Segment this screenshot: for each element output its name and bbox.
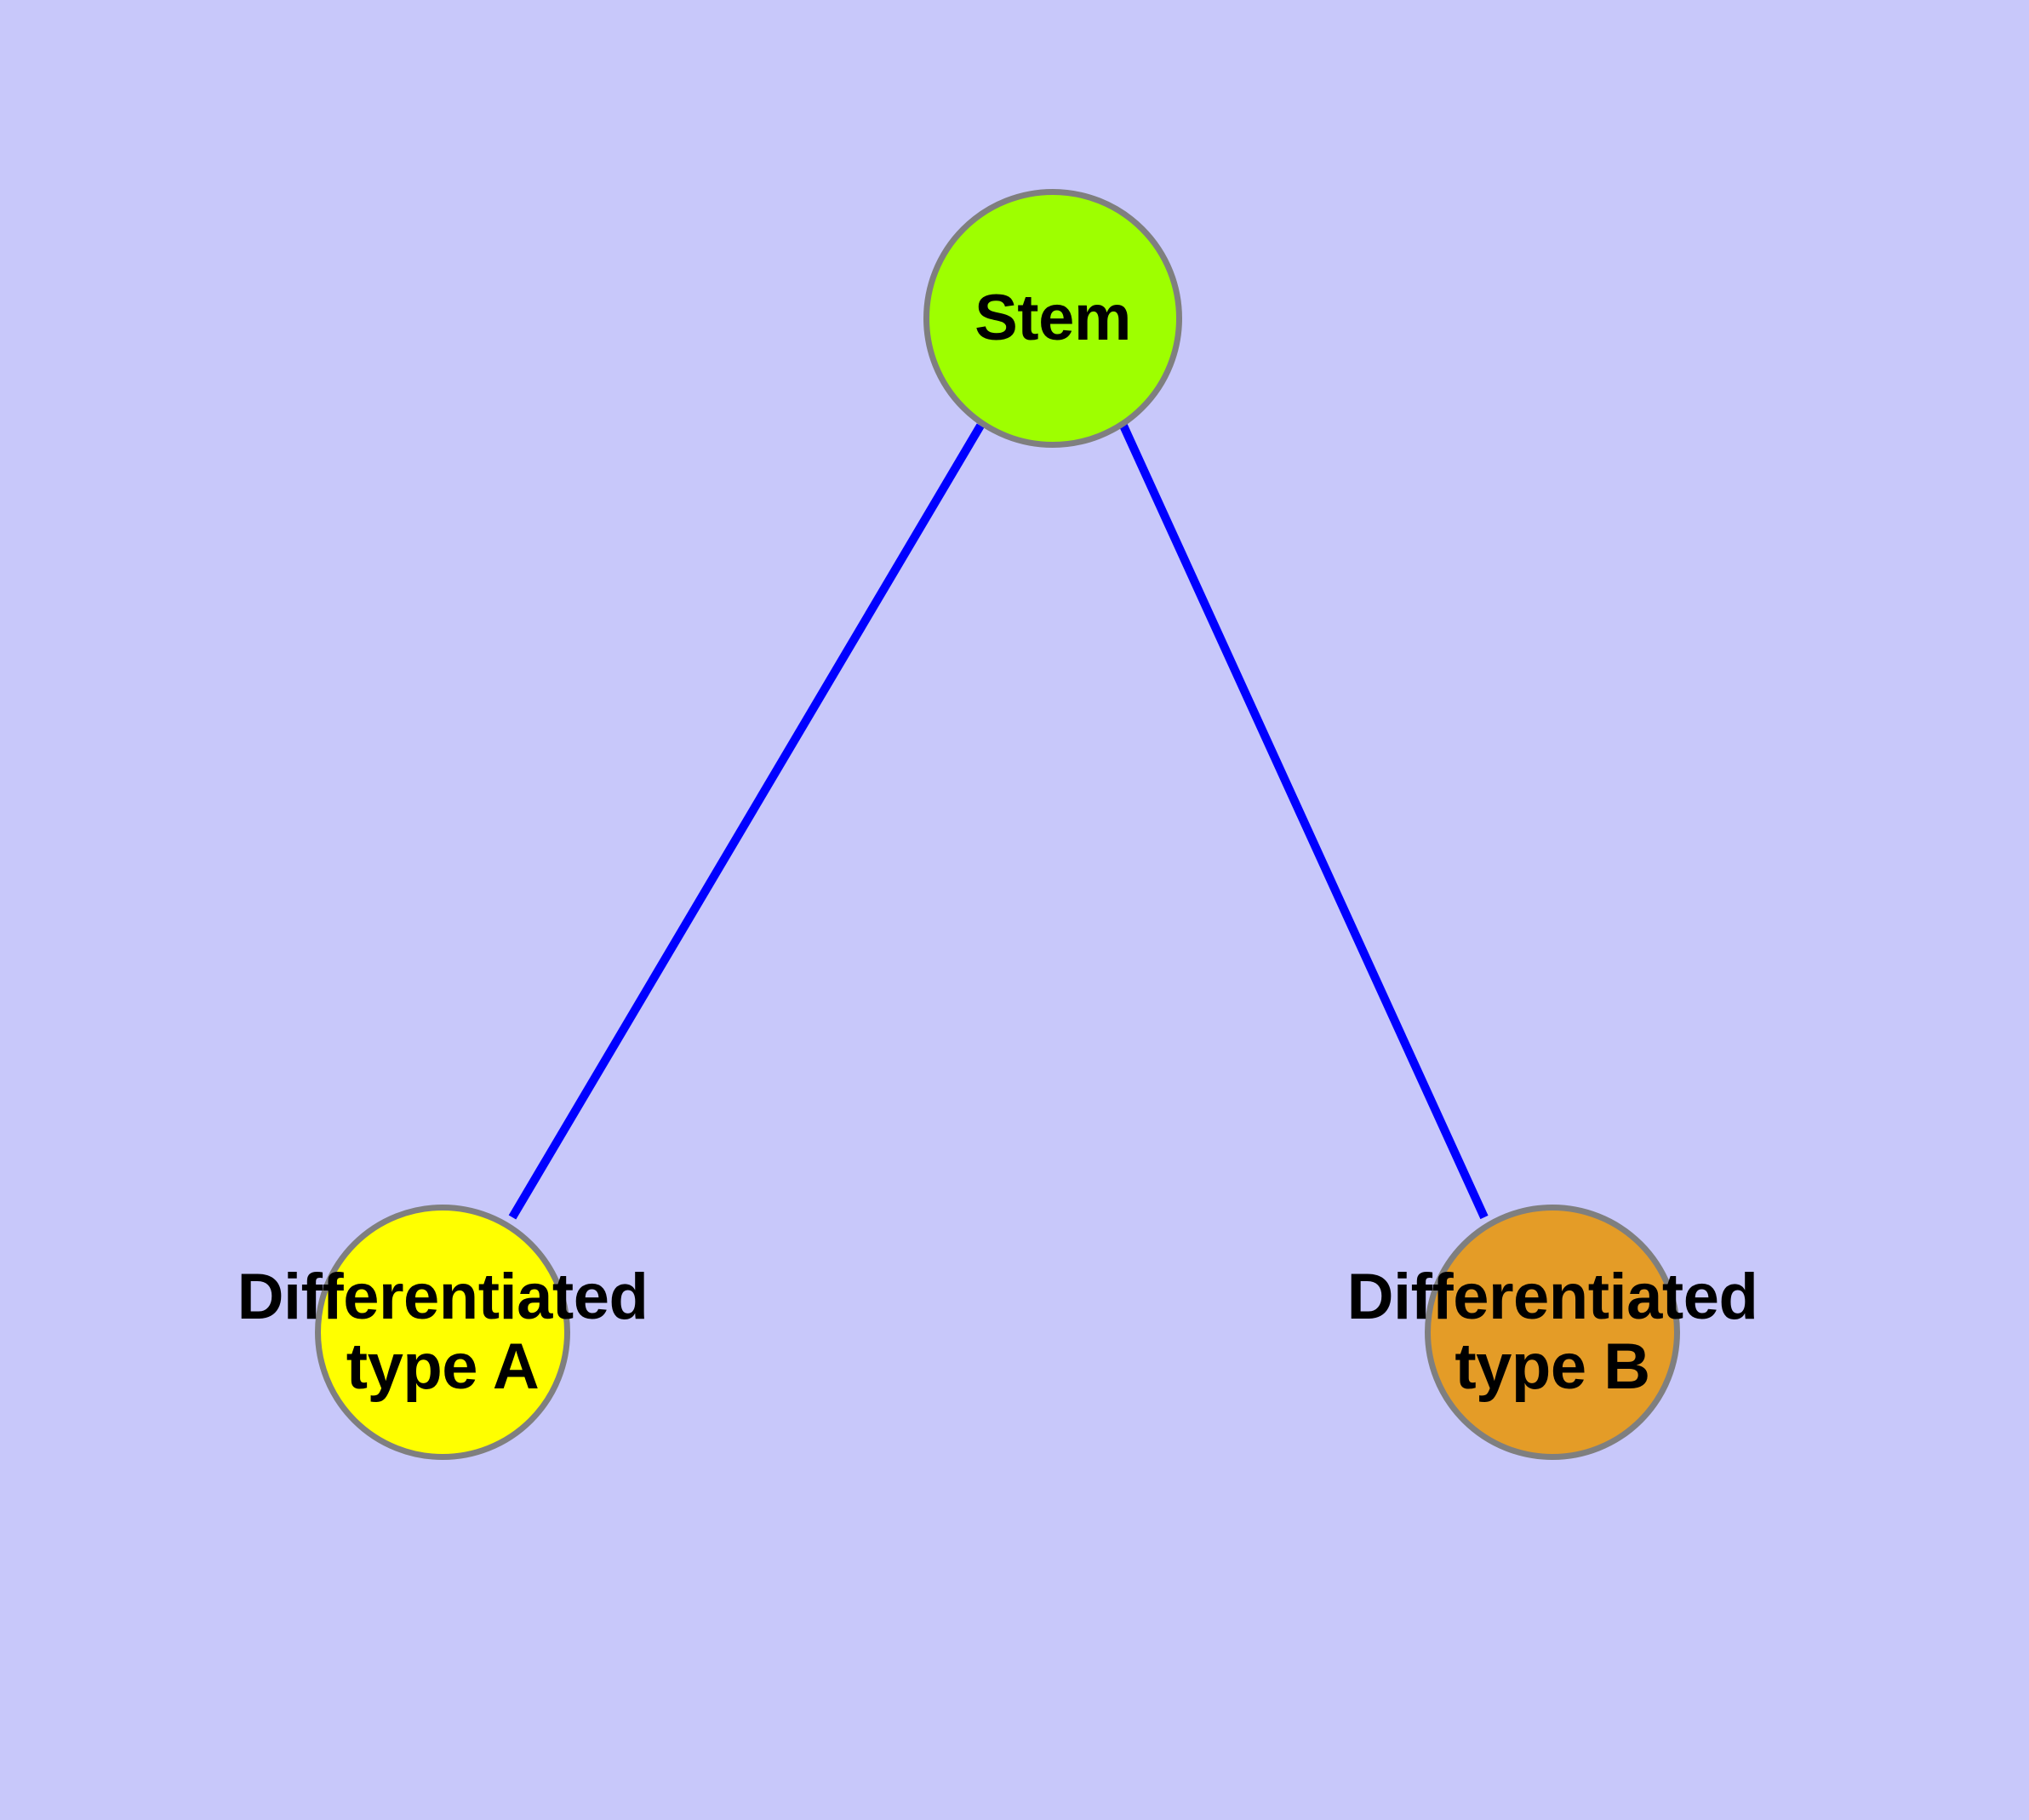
node-differentiated-type-b-label: Differentiated type B bbox=[1346, 1260, 1758, 1403]
edge-stem-to-diff-a[interactable] bbox=[508, 423, 985, 1220]
node-stem-label: Stem bbox=[974, 281, 1131, 354]
node-stem[interactable]: Stem bbox=[923, 189, 1182, 448]
node-differentiated-type-a[interactable]: Differentiated type A bbox=[237, 1205, 649, 1460]
node-differentiated-type-b[interactable]: Differentiated type B bbox=[1347, 1205, 1758, 1460]
node-differentiated-type-a-label: Differentiated type A bbox=[237, 1260, 649, 1403]
edge-stem-to-diff-b[interactable] bbox=[1119, 423, 1489, 1220]
